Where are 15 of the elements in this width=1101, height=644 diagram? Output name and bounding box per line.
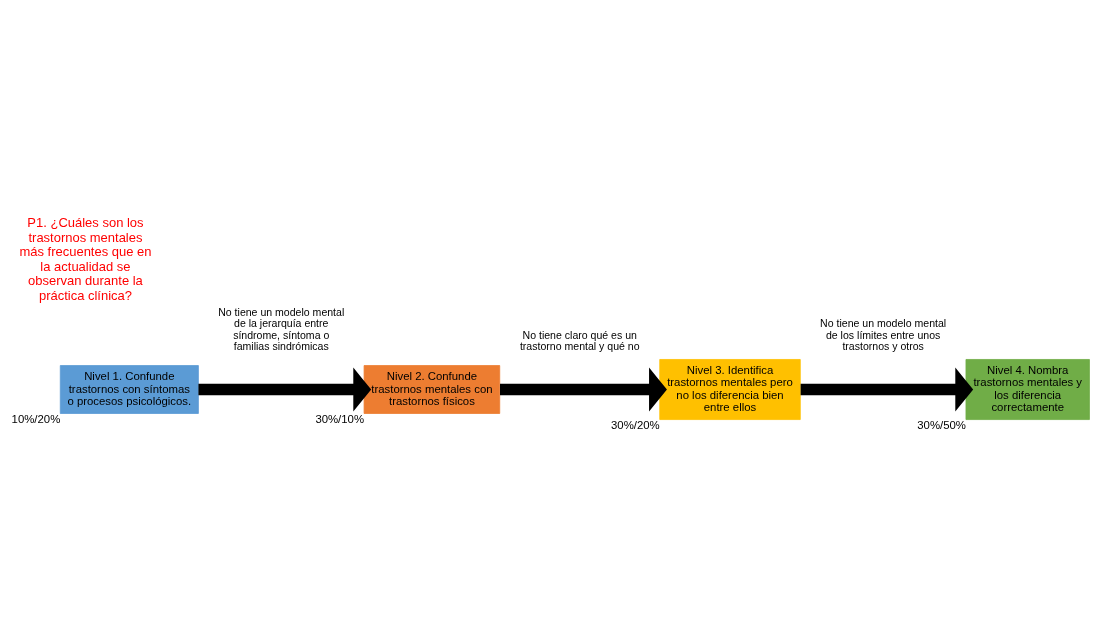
node-box: Nivel 4. Nombra trastornos mentales y los diferencia correctamente <box>965 358 1090 420</box>
edge-label: No tiene un modelo mental de los límites entre unos trastornos y otros <box>820 316 947 352</box>
node-label: 30%/10% <box>315 412 365 425</box>
arrow <box>800 367 974 411</box>
edge-label: No tiene claro qué es un trastorno mental y qué no <box>519 328 640 352</box>
edge-label: No tiene un modelo mental de la jerarquía entre síndrome, síntoma o familias sindrómicas <box>218 305 345 352</box>
node-box: Nivel 2. Confunde trastornos mentales con trastornos físicos <box>363 364 501 414</box>
node-label: 30%/20% <box>611 418 660 431</box>
diagram-title: P1. ¿Cuáles son los trastornos mentales más frecuentes que en la actualidad se observan durante la práctica clínica? <box>19 214 152 303</box>
arrow <box>198 367 372 411</box>
node-label: 10%/20% <box>11 412 61 425</box>
node-label: 30%/50% <box>917 418 966 431</box>
arrow <box>500 367 667 411</box>
node-box: Nivel 3. Identifica trastornos mentales pero no los diferencia bien entre ellos <box>659 358 801 420</box>
node-box: Nivel 1. Confunde trastornos con síntomas o procesos psicológicos. <box>59 364 199 414</box>
